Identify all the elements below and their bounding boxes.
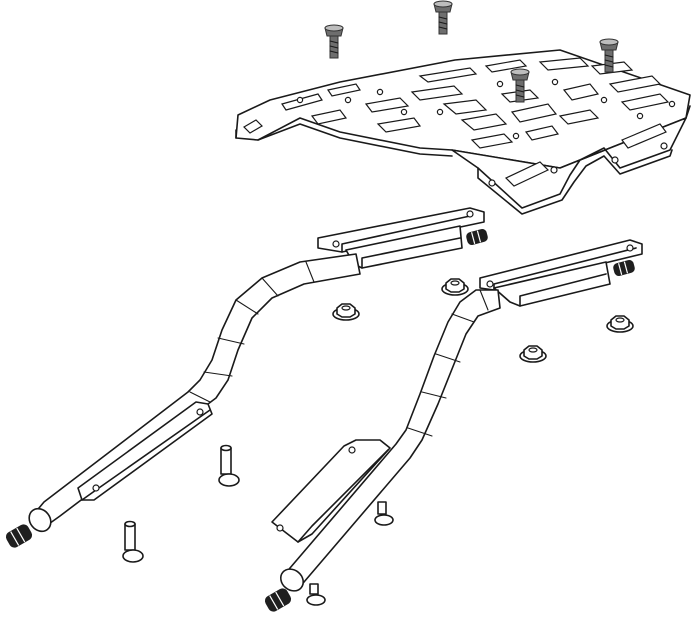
countersunk-bolt-icon xyxy=(324,24,344,59)
rubber-grommet-icon xyxy=(5,524,33,548)
pin-bolt-icon xyxy=(306,583,326,606)
hex-flange-nut-icon xyxy=(519,345,547,363)
pin-bolt-icon xyxy=(218,444,240,487)
rubber-grommet-icon xyxy=(466,229,488,245)
rack-plate xyxy=(235,49,691,215)
hex-flange-nut-icon xyxy=(606,315,634,333)
hex-flange-nut-icon xyxy=(332,303,360,321)
countersunk-bolt-icon xyxy=(433,0,453,35)
countersunk-bolt-icon xyxy=(510,68,530,103)
rubber-grommet-icon xyxy=(613,260,635,276)
countersunk-bolt-icon xyxy=(599,38,619,73)
right-rail xyxy=(271,239,643,592)
pin-bolt-icon xyxy=(374,501,394,526)
rubber-grommet-icon xyxy=(264,588,292,612)
left-rail xyxy=(28,207,485,533)
pin-bolt-icon xyxy=(122,520,144,563)
hex-flange-nut-icon xyxy=(441,278,469,296)
